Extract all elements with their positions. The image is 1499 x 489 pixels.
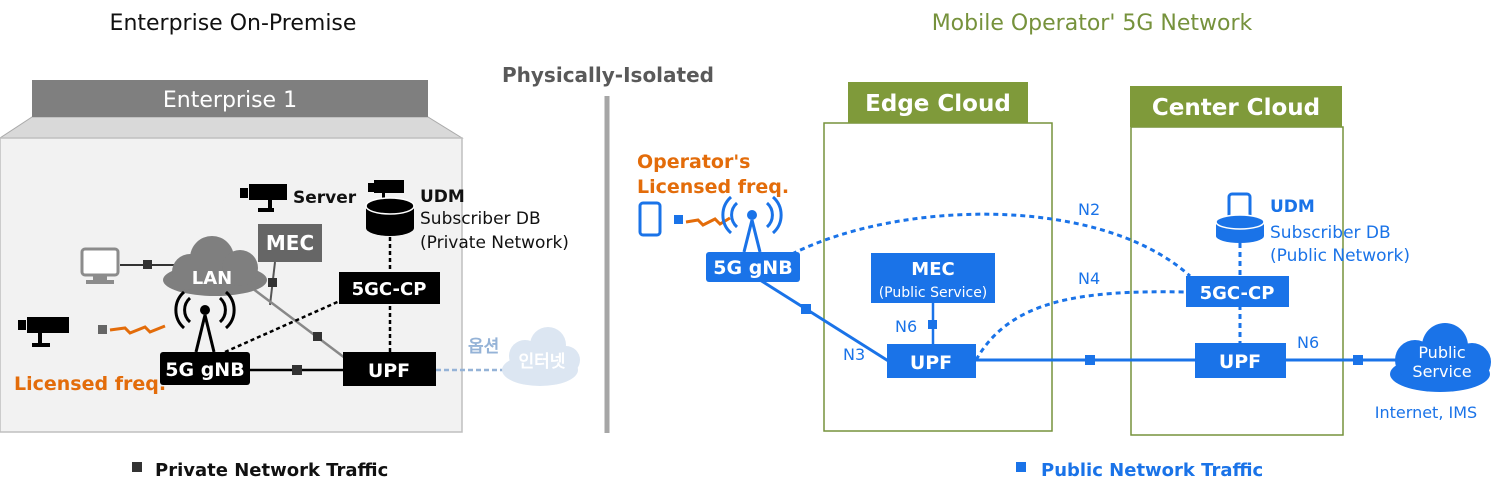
database-icon xyxy=(365,197,415,236)
internet-label: 인터넷 xyxy=(519,352,566,372)
enterprise-gnb-label: 5G gNB xyxy=(165,359,244,381)
udm-label: UDM xyxy=(420,187,465,207)
enterprise-links xyxy=(120,237,510,375)
center-upf-box xyxy=(1195,343,1286,378)
operator-cp-label: 5GC-CP xyxy=(1200,283,1275,304)
phone-icon xyxy=(638,201,662,237)
enterprise-gnb-box xyxy=(160,352,250,385)
internet-ims-label: Internet, IMS xyxy=(1375,403,1477,422)
operator-mec-sub-label: (Public Service) xyxy=(879,285,988,301)
operator-subscriber-db-label: Subscriber DB xyxy=(1270,223,1391,243)
operator-mec-box xyxy=(871,253,995,303)
operator-mec-label: MEC xyxy=(911,259,954,280)
n6-edge-label: N6 xyxy=(895,317,917,336)
antenna-icon xyxy=(174,290,236,353)
public-legend-marker xyxy=(1016,462,1026,472)
mec-label: MEC xyxy=(266,231,314,255)
operator-gnb-box xyxy=(706,252,800,282)
enterprise-upf-label: UPF xyxy=(368,360,410,382)
operator-udm-label: UDM xyxy=(1270,197,1315,217)
operator-licensed-label-1: Operator's xyxy=(637,151,750,173)
n6-center-label: N6 xyxy=(1297,333,1319,352)
edge-cloud-label: Edge Cloud xyxy=(865,91,1011,117)
title-operator: Mobile Operator' 5G Network xyxy=(932,11,1253,36)
enterprise-cp-label: 5GC-CP xyxy=(352,279,427,300)
camera-icon xyxy=(18,317,69,347)
operator-database-icon xyxy=(1215,192,1265,243)
n2-label: N2 xyxy=(1078,200,1100,219)
subscriber-db-label: Subscriber DB xyxy=(420,209,541,229)
enterprise-cp-box xyxy=(339,272,440,304)
operator-gnb-label: 5G gNB xyxy=(713,257,792,279)
private-network-label: (Private Network) xyxy=(420,233,569,253)
physically-isolated-label: Physically-Isolated xyxy=(502,63,714,87)
udm-camera-icon xyxy=(368,180,404,201)
center-cloud-label: Center Cloud xyxy=(1152,95,1320,121)
lan-cloud-icon xyxy=(163,236,267,296)
operator-cp-box xyxy=(1186,276,1289,307)
server-label: Server xyxy=(293,188,357,208)
public-legend-label: Public Network Traffic xyxy=(1041,460,1263,481)
lan-label: LAN xyxy=(192,268,232,289)
center-upf-label: UPF xyxy=(1219,351,1261,373)
operator-licensed-label-2: Licensed freq. xyxy=(637,176,789,198)
operator-links xyxy=(759,212,1400,365)
computer-icon xyxy=(80,247,120,284)
licensed-freq-label: Licensed freq. xyxy=(14,373,166,395)
server-camera-icon xyxy=(240,184,287,212)
n3-label: N3 xyxy=(843,345,865,364)
public-network-label: (Public Network) xyxy=(1270,246,1410,266)
edge-upf-box xyxy=(887,344,976,378)
enterprise-label: Enterprise 1 xyxy=(163,88,297,113)
internet-cloud-icon xyxy=(502,327,580,386)
enterprise-upf-box xyxy=(343,352,436,386)
center-cloud-header xyxy=(1130,86,1342,127)
public-service-label-2: Service xyxy=(1412,362,1471,381)
mec-box xyxy=(258,224,322,262)
edge-upf-label: UPF xyxy=(910,352,952,374)
private-legend-label: Private Network Traffic xyxy=(155,460,388,481)
n4-label: N4 xyxy=(1078,269,1100,288)
private-legend-marker xyxy=(132,462,142,472)
public-service-cloud-icon xyxy=(1390,323,1491,392)
operator-antenna-icon xyxy=(721,195,783,253)
operator-radio-link-icon xyxy=(674,215,731,227)
public-service-label-1: Public xyxy=(1418,343,1465,362)
edge-cloud-header xyxy=(848,82,1028,123)
radio-link-icon xyxy=(98,324,166,335)
option-label: 옵션 xyxy=(468,337,499,357)
title-enterprise: Enterprise On-Premise xyxy=(110,11,357,36)
